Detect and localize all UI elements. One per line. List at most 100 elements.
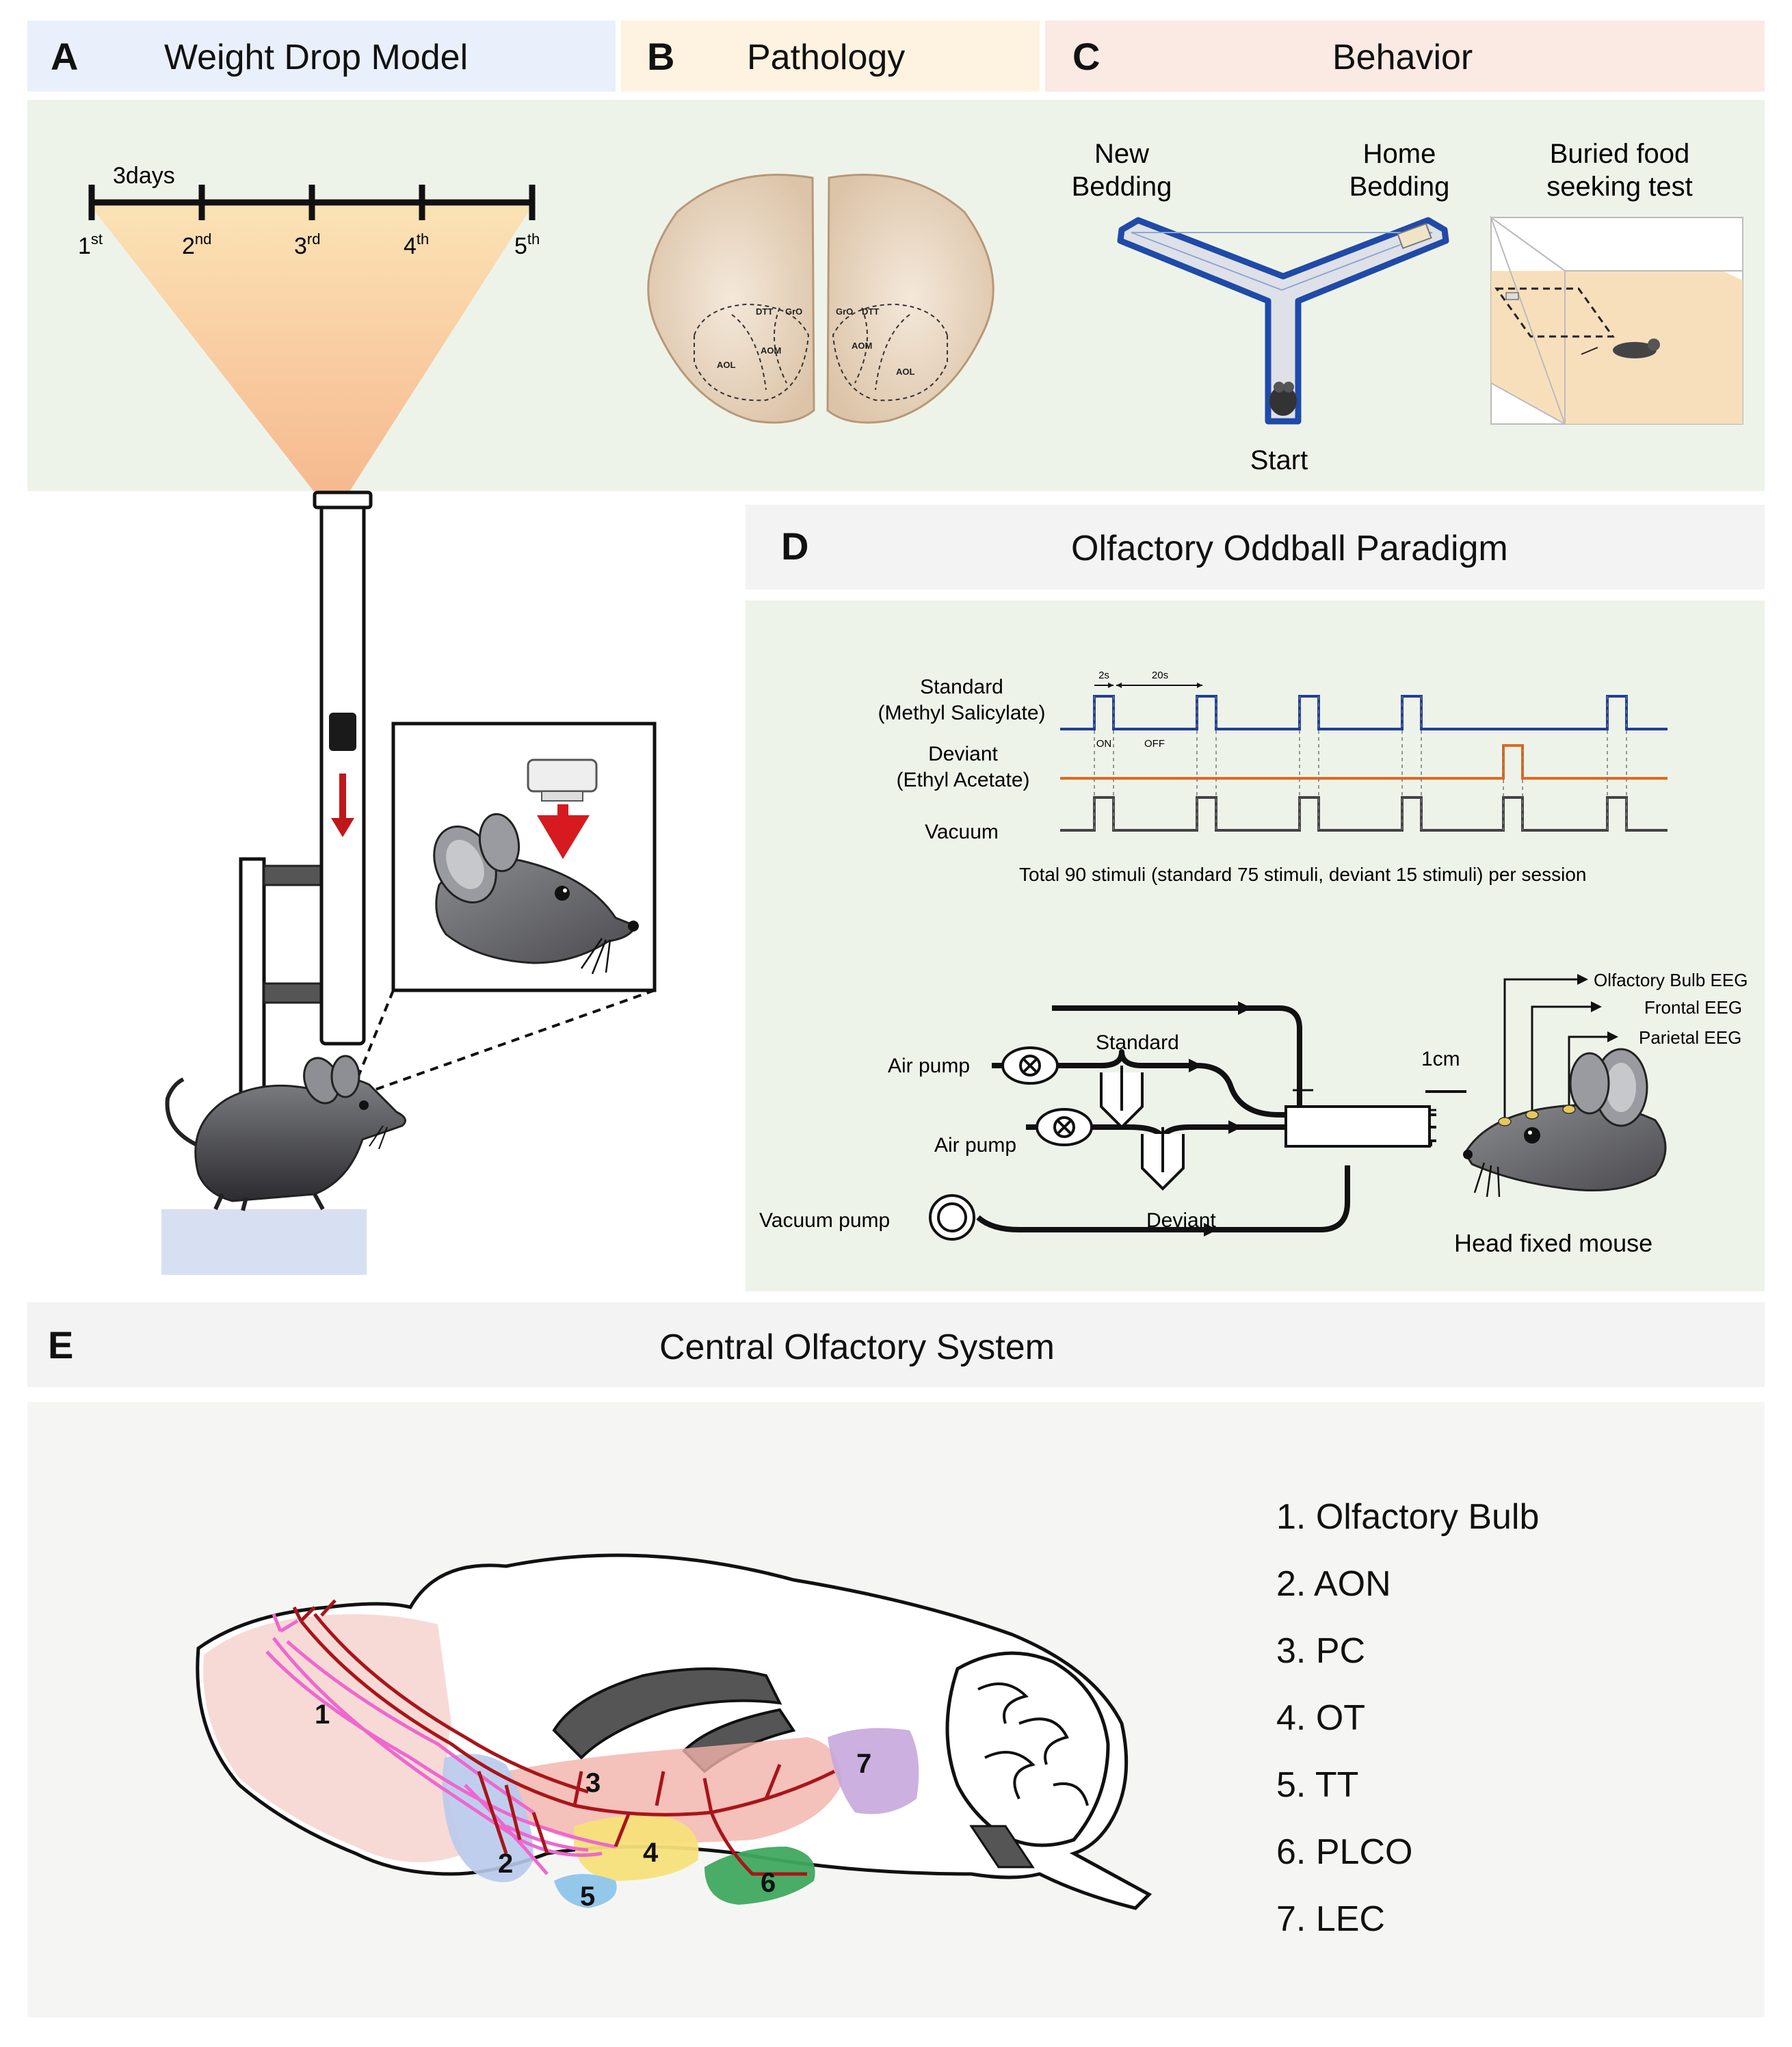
- home-bedding-label-1: Home: [1363, 139, 1436, 169]
- behavior-labels: New Bedding Home Bedding Buried food see…: [1072, 139, 1693, 475]
- vacuum-pump-label: Vacuum pump: [759, 1209, 890, 1232]
- deviant-vial: [1141, 1127, 1185, 1191]
- start-label: Start: [1250, 445, 1308, 475]
- legend-item-3: 3. PC: [1276, 1631, 1366, 1671]
- pathology-section: DTT GrO GrO DTT AOM AOM AOL AOL: [647, 174, 994, 424]
- home-bedding-patch: [1397, 222, 1432, 250]
- panel-a-title: Weight Drop Model: [164, 38, 469, 77]
- standard-vial-label: Standard: [1096, 1031, 1179, 1054]
- eeg-labels: Olfactory Bulb EEG Frontal EEG Parietal …: [1594, 970, 1748, 1048]
- behavior-diagram: New Bedding Home Bedding Buried food see…: [1072, 139, 1743, 475]
- buried-food-label-2: seeking test: [1546, 172, 1692, 202]
- deviant-trace: [1060, 744, 1668, 780]
- panel-b-title: Pathology: [747, 38, 906, 77]
- zoom-line-left: [347, 990, 395, 1100]
- standard-vial: [1100, 1066, 1144, 1129]
- svg-text:DTT: DTT: [756, 306, 773, 317]
- region-4-number: 4: [643, 1838, 659, 1868]
- panel-b-letter: B: [647, 35, 675, 78]
- deviant-label-2: (Ethyl Acetate): [896, 769, 1029, 791]
- session-1-label: 1st: [78, 230, 103, 259]
- manifold: [1284, 1089, 1436, 1148]
- stand-clamp-lower: [263, 982, 324, 1004]
- panel-c-letter: C: [1072, 35, 1101, 78]
- section-region-outlines: [694, 303, 948, 401]
- legend-item-4: 4. OT: [1276, 1698, 1366, 1738]
- panel-e-title: Central Olfactory System: [659, 1328, 1055, 1367]
- duration-annotations: 2s 20s ON OFF: [1094, 670, 1202, 750]
- standard-trace: [1060, 695, 1668, 730]
- region-3-pc: [506, 1737, 841, 1843]
- eeg-parietal-label: Parietal EEG: [1639, 1027, 1741, 1048]
- air-pump-2-icon: [1036, 1108, 1093, 1146]
- legend-item-7: 7. LEC: [1276, 1899, 1385, 1939]
- new-bedding-label-1: New: [1094, 139, 1149, 169]
- panel-d-letter: D: [781, 525, 809, 568]
- timeline-session-labels: 1st 2nd 3rd 4th 5th: [78, 230, 540, 259]
- panel-d-title: Olfactory Oddball Paradigm: [1071, 529, 1508, 568]
- new-bedding-label-2: Bedding: [1072, 172, 1172, 202]
- panel-e-letter: E: [48, 1323, 74, 1366]
- impactor-icon: [527, 758, 598, 859]
- vacuum-label: Vacuum: [925, 821, 999, 843]
- timeline-ticks: [88, 185, 536, 220]
- eeg-frontal-label: Frontal EEG: [1644, 997, 1742, 1018]
- zoom-line-right: [354, 989, 655, 1098]
- vacuum-trace: [1060, 796, 1668, 832]
- region-6-number: 6: [761, 1868, 776, 1898]
- panel-b-header: B Pathology: [621, 21, 1040, 92]
- olfactory-brain-diagram: 1 2 3 4 5 6 7: [196, 1553, 1152, 1912]
- eeg-connectors: [1503, 978, 1610, 1120]
- svg-text:20s: 20s: [1152, 670, 1168, 681]
- legend-item-6: 6. PLCO: [1276, 1832, 1413, 1872]
- session-4-label: 4th: [404, 230, 429, 259]
- inset-mouse-head: [433, 813, 639, 975]
- head-fixed-mouse: [1463, 1048, 1667, 1198]
- head-fixed-caption: Head fixed mouse: [1454, 1229, 1652, 1257]
- region-5-number: 5: [580, 1881, 595, 1912]
- section-right-hemisphere: [826, 174, 994, 424]
- buried-food-box: [1489, 215, 1743, 425]
- legend-item-5: 5. TT: [1276, 1765, 1359, 1805]
- panel-c-header: C Behavior: [1045, 21, 1765, 92]
- y-maze: [1117, 217, 1449, 425]
- region-2-number: 2: [498, 1849, 513, 1879]
- session-3-label: 3rd: [294, 230, 320, 259]
- stimuli-total-note: Total 90 stimuli (standard 75 stimuli, d…: [1019, 864, 1586, 885]
- panel-a-letter: A: [51, 35, 79, 78]
- drop-tube: [319, 494, 366, 1046]
- svg-text:AOM: AOM: [852, 341, 872, 351]
- region-7-lec: [828, 1728, 919, 1814]
- timeline-interval-label: 3days: [113, 163, 175, 189]
- standard-label-1: Standard: [920, 676, 1003, 698]
- drop-arrow: [331, 774, 354, 837]
- legend-item-1: 1. Olfactory Bulb: [1276, 1497, 1540, 1537]
- cerebellum: [945, 1651, 1110, 1847]
- brainstem: [969, 1825, 1035, 1868]
- stand-post: [239, 857, 266, 1107]
- mouse-full-body: [165, 1055, 406, 1211]
- region-7-number: 7: [856, 1749, 871, 1779]
- svg-text:ON: ON: [1096, 738, 1112, 750]
- drop-tube-cap: [313, 490, 373, 510]
- buried-food-mouse: [1581, 339, 1660, 358]
- deviant-label-1: Deviant: [928, 743, 998, 765]
- svg-text:AOL: AOL: [896, 367, 915, 377]
- section-left-hemisphere: [647, 174, 815, 424]
- apparatus-labels: Air pump Air pump Vacuum pump Standard D…: [759, 1031, 1460, 1232]
- panel-e-header: E Central Olfactory System: [27, 1302, 1765, 1387]
- oddball-paradigm: Standard (Methyl Salicylate) Deviant (Et…: [759, 670, 1748, 1257]
- section-region-labels: DTT GrO GrO DTT AOM AOM AOL AOL: [717, 306, 915, 377]
- scale-label: 1cm: [1421, 1048, 1460, 1070]
- svg-text:GrO: GrO: [785, 306, 802, 317]
- stand-clamp-upper: [263, 864, 324, 886]
- air-pump-1-icon: [1001, 1046, 1059, 1085]
- region-1-number: 1: [315, 1700, 330, 1730]
- projection-fibers-red: [292, 1599, 836, 1876]
- panel-a-header: A Weight Drop Model: [27, 21, 616, 92]
- legend-item-2: 2. AON: [1276, 1564, 1391, 1604]
- weight-drop-diagram: 3days 1st 2nd 3rd 4th 5th: [27, 163, 711, 1276]
- air-pump-1-label: Air pump: [888, 1055, 970, 1077]
- svg-text:AOM: AOM: [761, 345, 781, 356]
- timeline-cone: [89, 204, 533, 492]
